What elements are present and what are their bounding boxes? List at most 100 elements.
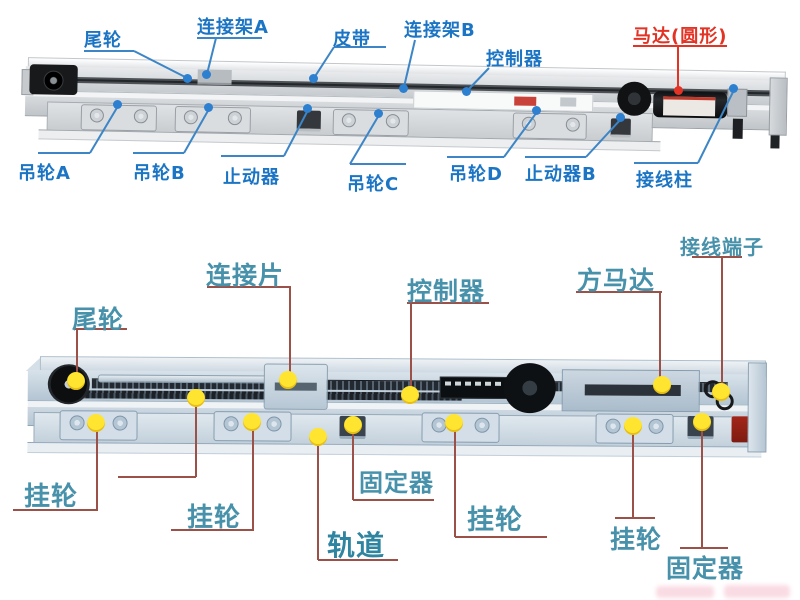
controller-unit	[439, 376, 512, 399]
trolley	[174, 105, 252, 134]
label-square-motor: 方马达	[577, 266, 656, 295]
leader-line	[721, 257, 723, 391]
label-controller-bottom: 控制器	[407, 277, 486, 306]
label-fixer-2: 固定器	[666, 554, 745, 583]
leader-line	[677, 46, 679, 89]
label-controller-top: 控制器	[486, 49, 543, 70]
motor-fan-icon	[503, 362, 556, 414]
marker-dot-blue	[302, 103, 312, 113]
label-fixer-1: 固定器	[359, 469, 434, 497]
controller-strip	[413, 90, 594, 112]
leader-line	[221, 155, 284, 157]
marker-dot-blue	[201, 69, 211, 79]
leader-line	[447, 156, 504, 158]
leader-line	[680, 547, 728, 549]
leader-line	[318, 559, 398, 561]
leader-line	[171, 529, 254, 531]
label-hanging-wheel-2: 挂轮	[187, 503, 242, 533]
marker-dot-blue	[615, 112, 625, 122]
terminal-hook	[732, 118, 743, 139]
label-hanger-wheel-b: 吊轮B	[133, 163, 186, 184]
leader-line	[576, 291, 662, 293]
leader-line	[75, 328, 127, 330]
leader-line	[407, 302, 489, 304]
label-connector-frame-a: 连接架A	[197, 17, 269, 38]
controller-logo-sticker	[514, 96, 537, 106]
leader-line	[410, 303, 412, 394]
watermark	[724, 585, 790, 598]
label-hanger-wheel-a: 吊轮A	[18, 163, 71, 184]
label-track: 轨道	[327, 529, 386, 562]
marker-dot-yellow	[344, 416, 362, 434]
controller-sticker	[560, 97, 577, 107]
marker-dot-yellow	[87, 414, 105, 432]
marker-dot-blue	[398, 83, 408, 93]
marker-dot-yellow	[187, 389, 205, 407]
leader-line	[133, 152, 184, 154]
top-rail-assembly	[20, 57, 789, 156]
leader-line	[455, 536, 547, 538]
leader-line	[525, 156, 586, 158]
right-end-bracket	[768, 77, 788, 136]
bottom-rail-assembly	[25, 352, 767, 462]
leader-line	[352, 426, 354, 500]
leader-line	[615, 517, 655, 519]
leader-line	[632, 427, 634, 518]
marker-dot-yellow	[693, 413, 711, 431]
trolley	[332, 108, 410, 137]
leader-line	[252, 423, 254, 530]
leader-line	[207, 286, 291, 288]
marker-dot-yellow	[309, 428, 327, 446]
marker-dot-blue	[461, 86, 471, 96]
leader-line	[13, 509, 98, 511]
leader-line	[289, 287, 291, 379]
belt-clamp-bracket	[263, 363, 328, 410]
label-wiring-terminal: 接线端子	[680, 235, 764, 259]
leader-line	[197, 37, 262, 39]
marker-dot-blue	[373, 108, 383, 118]
label-belt: 皮带	[333, 29, 371, 50]
leader-line	[84, 50, 134, 52]
round-motor-cylinder	[652, 91, 728, 119]
marker-dot-yellow	[279, 371, 297, 389]
label-hanger-wheel-c: 吊轮C	[347, 174, 400, 195]
marker-dot-blue	[728, 83, 738, 93]
label-stopper-b: 止动器B	[525, 164, 597, 185]
leader-line	[38, 152, 90, 154]
marker-dot-yellow	[445, 414, 463, 432]
right-end-cap	[747, 362, 767, 453]
marker-dot-yellow	[401, 386, 419, 404]
leader-line	[659, 292, 661, 384]
label-terminal-post: 接线柱	[636, 170, 693, 191]
leader-line	[195, 399, 197, 477]
motor-label-sticker	[662, 96, 716, 117]
marker-dot-red	[673, 85, 683, 95]
marker-dot-blue	[203, 102, 213, 112]
leader-line	[118, 476, 196, 478]
label-hanger-wheel-d: 吊轮D	[449, 164, 503, 185]
label-hanging-wheel-3: 挂轮	[467, 505, 523, 536]
label-tail-wheel-top: 尾轮	[84, 30, 122, 51]
leader-line	[350, 163, 406, 165]
tension-rod	[97, 374, 280, 384]
marker-dot-yellow	[653, 376, 671, 394]
square-motor-mount	[561, 369, 700, 413]
marker-dot-blue	[182, 73, 192, 83]
leader-line	[334, 46, 386, 48]
marker-dot-blue	[112, 99, 122, 109]
marker-dot-yellow	[67, 372, 85, 390]
leader-line	[96, 424, 98, 510]
label-hanging-wheel-1: 挂轮	[24, 482, 79, 512]
label-stopper: 止动器	[223, 167, 280, 188]
leader-line	[701, 423, 703, 548]
marker-dot-yellow	[624, 417, 642, 435]
label-tail-wheel-bottom: 尾轮	[72, 305, 125, 334]
leader-line	[317, 438, 319, 560]
label-connector-frame-b: 连接架B	[404, 20, 476, 41]
marker-dot-yellow	[712, 383, 730, 401]
watermark	[656, 586, 714, 598]
marker-dot-blue	[308, 73, 318, 83]
marker-dot-blue	[531, 105, 541, 115]
leader-line	[634, 162, 698, 164]
